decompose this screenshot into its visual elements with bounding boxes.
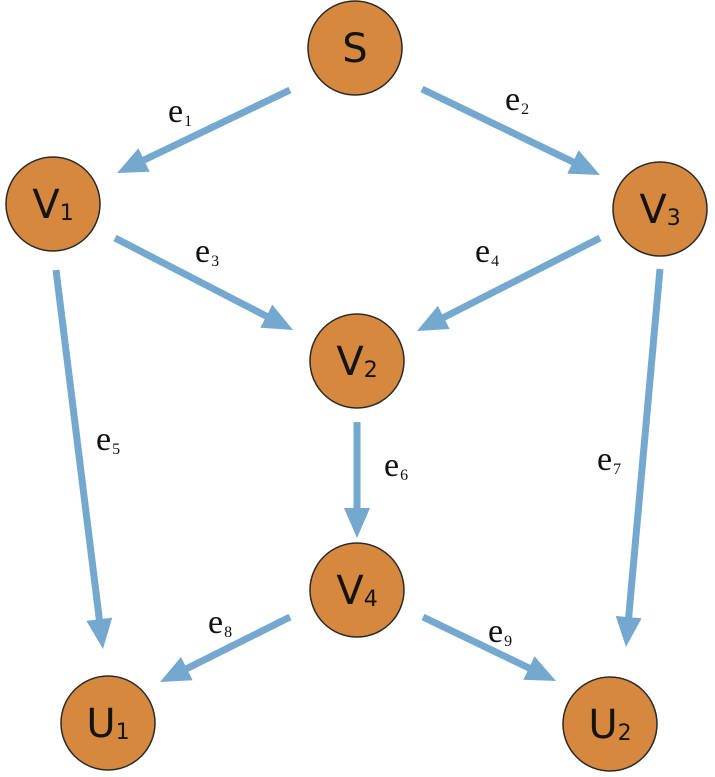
edge-e5-arrowhead [86, 617, 113, 649]
edge-label-e1-subscript: 1 [184, 113, 192, 130]
node-v4-label: V4 [336, 568, 377, 614]
edge-e1-arrow [117, 86, 292, 173]
edge-label-e1-main: e [168, 93, 183, 130]
node-u2: U2 [562, 676, 658, 772]
edge-label-e8-main: e [208, 604, 223, 641]
edge-e2-arrow [420, 85, 600, 175]
edge-label-e2-subscript: 2 [521, 101, 529, 118]
node-v3-label-subscript: 3 [667, 206, 681, 231]
edge-e8-arrowhead [160, 656, 193, 682]
edge-label-e1: e1 [168, 93, 192, 130]
node-v1-label-subscript: 1 [60, 201, 74, 226]
node-v2-label-subscript: 2 [364, 358, 378, 383]
edge-label-e3: e3 [195, 233, 219, 270]
edge-e6-arrowhead [344, 508, 370, 538]
edge-e9-arrowhead [523, 656, 556, 681]
node-u2-label-subscript: 2 [618, 721, 632, 746]
node-v2: V2 [309, 313, 405, 409]
edge-e3-arrowhead [260, 304, 293, 330]
edge-e7-shaft [625, 268, 664, 620]
node-v1-label-main: V [32, 182, 60, 228]
edge-e9-shaft [421, 613, 533, 673]
edge-label-e9-main: e [488, 613, 503, 650]
node-v4: V4 [309, 542, 405, 638]
node-s: S [307, 0, 403, 96]
node-u2-label-main: U [588, 702, 617, 748]
node-v2-circle [309, 313, 405, 409]
node-v2-label-main: V [336, 339, 364, 385]
edge-label-e7-main: e [597, 441, 612, 478]
node-u1-circle [60, 675, 156, 771]
edge-label-e8: e8 [208, 604, 232, 641]
edge-label-e9-subscript: 9 [504, 633, 512, 650]
edge-label-e3-subscript: 3 [211, 253, 219, 270]
node-u2-label: U2 [588, 702, 631, 748]
edge-label-e9: e9 [488, 613, 512, 650]
edge-e4-arrowhead [417, 305, 450, 331]
edge-label-e4: e4 [475, 233, 499, 270]
edge-e1-arrowhead [117, 148, 150, 173]
edge-label-e6: e6 [384, 447, 408, 484]
edge-label-e8-subscript: 8 [224, 624, 232, 641]
edge-label-e6-main: e [384, 447, 399, 484]
node-v2-label: V2 [336, 339, 377, 385]
edge-label-e2: e2 [505, 81, 529, 118]
edge-e5-arrow [52, 269, 113, 649]
node-u2-circle [562, 676, 658, 772]
edge-e8-shaft [183, 613, 292, 673]
node-v1-circle [5, 156, 101, 252]
edge-label-e7-subscript: 7 [613, 461, 621, 478]
node-v4-circle [309, 542, 405, 638]
edge-e3-shaft [113, 234, 270, 321]
node-s-label-main: S [342, 26, 367, 72]
node-v1-label: V1 [32, 182, 73, 228]
edge-label-e5: e5 [96, 421, 120, 458]
node-v4-label-main: V [336, 568, 364, 614]
node-u1-label-subscript: 1 [116, 720, 130, 745]
edge-e5-shaft [52, 269, 104, 622]
edge-label-e4-main: e [475, 233, 490, 270]
node-v3-circle [612, 161, 708, 257]
node-u1-label-main: U [86, 701, 115, 747]
edge-e1-shaft [140, 86, 292, 165]
node-u1-label: U1 [86, 701, 129, 747]
edges-layer [52, 85, 664, 682]
edge-e8-arrow [160, 613, 292, 682]
edge-e4-arrow [417, 234, 602, 331]
edge-e3-arrow [113, 234, 293, 330]
edge-label-e5-main: e [96, 421, 111, 458]
node-v4-label-subscript: 4 [364, 587, 378, 612]
node-v3-label: V3 [639, 187, 680, 233]
edge-label-e3-main: e [195, 233, 210, 270]
node-u1: U1 [60, 675, 156, 771]
edge-e2-arrowhead [567, 150, 600, 175]
node-s-circle [307, 0, 403, 96]
node-v1: V1 [5, 156, 101, 252]
node-v3: V3 [612, 161, 708, 257]
edge-e7-arrow [615, 268, 664, 647]
edge-e2-shaft [420, 85, 577, 166]
edge-label-e7: e7 [597, 441, 621, 478]
node-v3-label-main: V [639, 187, 667, 233]
edge-e9-arrow [421, 613, 556, 681]
edge-label-e2-main: e [505, 81, 520, 118]
node-s-label: S [342, 26, 367, 72]
edge-label-e5-subscript: 5 [112, 441, 120, 458]
edge-e6-arrow [344, 422, 370, 538]
edge-e4-shaft [440, 234, 602, 322]
edge-label-e6-subscript: 6 [400, 467, 408, 484]
edge-e7-arrowhead [615, 615, 642, 647]
edge-label-e4-subscript: 4 [491, 253, 499, 270]
